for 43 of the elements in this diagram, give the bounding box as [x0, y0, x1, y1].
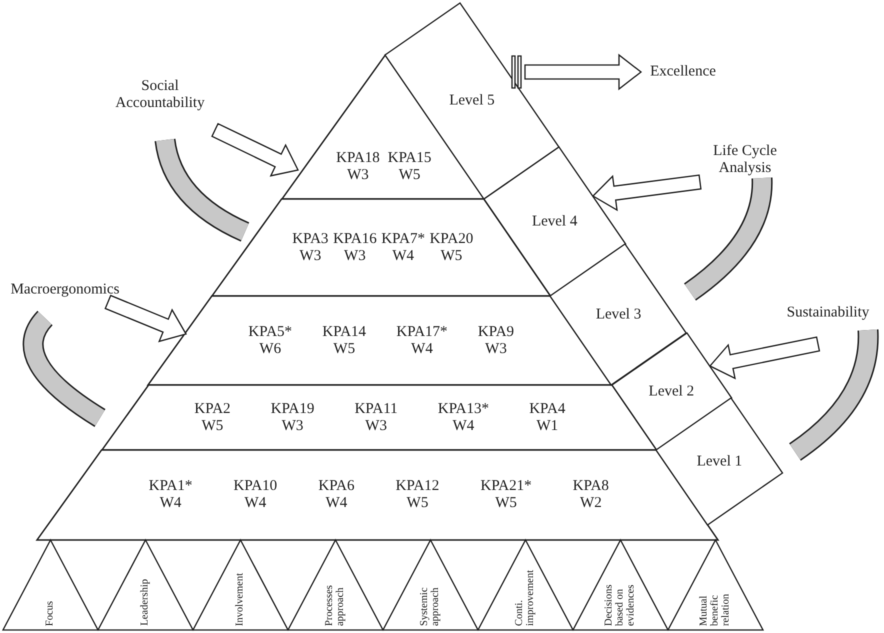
- principle-label: Focus: [44, 600, 56, 626]
- kpa-label: KPA5* W6: [248, 324, 292, 358]
- kpa-label: KPA12 W5: [396, 478, 440, 512]
- principle-label: Conti. improvement: [514, 569, 536, 626]
- block-arrow: [708, 336, 820, 380]
- kpa-label: KPA21* W5: [480, 478, 532, 512]
- factor-label: Life Cycle Analysis: [712, 143, 778, 177]
- level-label: Level 4: [532, 213, 578, 230]
- block-arrow: [592, 174, 702, 212]
- level-label: Level 3: [596, 306, 642, 323]
- block-arrow: [104, 294, 187, 342]
- principle-label: Leadership: [140, 579, 150, 626]
- factor-label: Social Accountability: [114, 78, 206, 112]
- kpa-label: KPA4 W1: [529, 400, 566, 434]
- factor-label: Sustainability: [786, 304, 870, 322]
- kpa-label: KPA11 W3: [354, 400, 398, 434]
- level-label: Level 2: [648, 383, 694, 400]
- level-label: Level 5: [449, 92, 495, 110]
- kpa-label: KPA6 W4: [318, 478, 354, 512]
- principle-label: Processes approach: [324, 584, 346, 626]
- principle-label: Mutual benefic relation: [698, 592, 732, 626]
- block-arrow: [211, 122, 299, 177]
- kpa-label: KPA16 W3: [333, 230, 377, 264]
- principle-label: Involvement: [234, 572, 246, 626]
- factor-label: Excellence: [650, 64, 716, 80]
- principle-label: Systemic approach: [419, 586, 441, 626]
- kpa-label: KPA18 W3: [336, 150, 380, 184]
- principle-label: Decisions based on evidences: [604, 584, 636, 626]
- kpa-label: KPA1* W4: [148, 478, 192, 512]
- kpa-label: KPA17* W4: [396, 324, 448, 358]
- kpa-label: KPA8 W2: [572, 478, 609, 512]
- kpa-label: KPA2 W5: [194, 400, 231, 434]
- kpa-label: KPA15 W5: [388, 150, 432, 184]
- kpa-label: KPA19 W3: [270, 400, 314, 434]
- level-label: Level 1: [696, 453, 742, 470]
- kpa-label: KPA9 W3: [478, 324, 514, 358]
- kpa-label: KPA14 W5: [322, 324, 366, 358]
- kpa-label: KPA10 W4: [234, 478, 278, 512]
- factor-label: Macroergonomics: [10, 282, 120, 298]
- kpa-label: KPA7* W4: [381, 230, 425, 264]
- kpa-label: KPA13* W4: [438, 400, 490, 434]
- kpa-label: KPA20 W5: [430, 230, 474, 264]
- kpa-label: KPA3 W3: [292, 230, 328, 264]
